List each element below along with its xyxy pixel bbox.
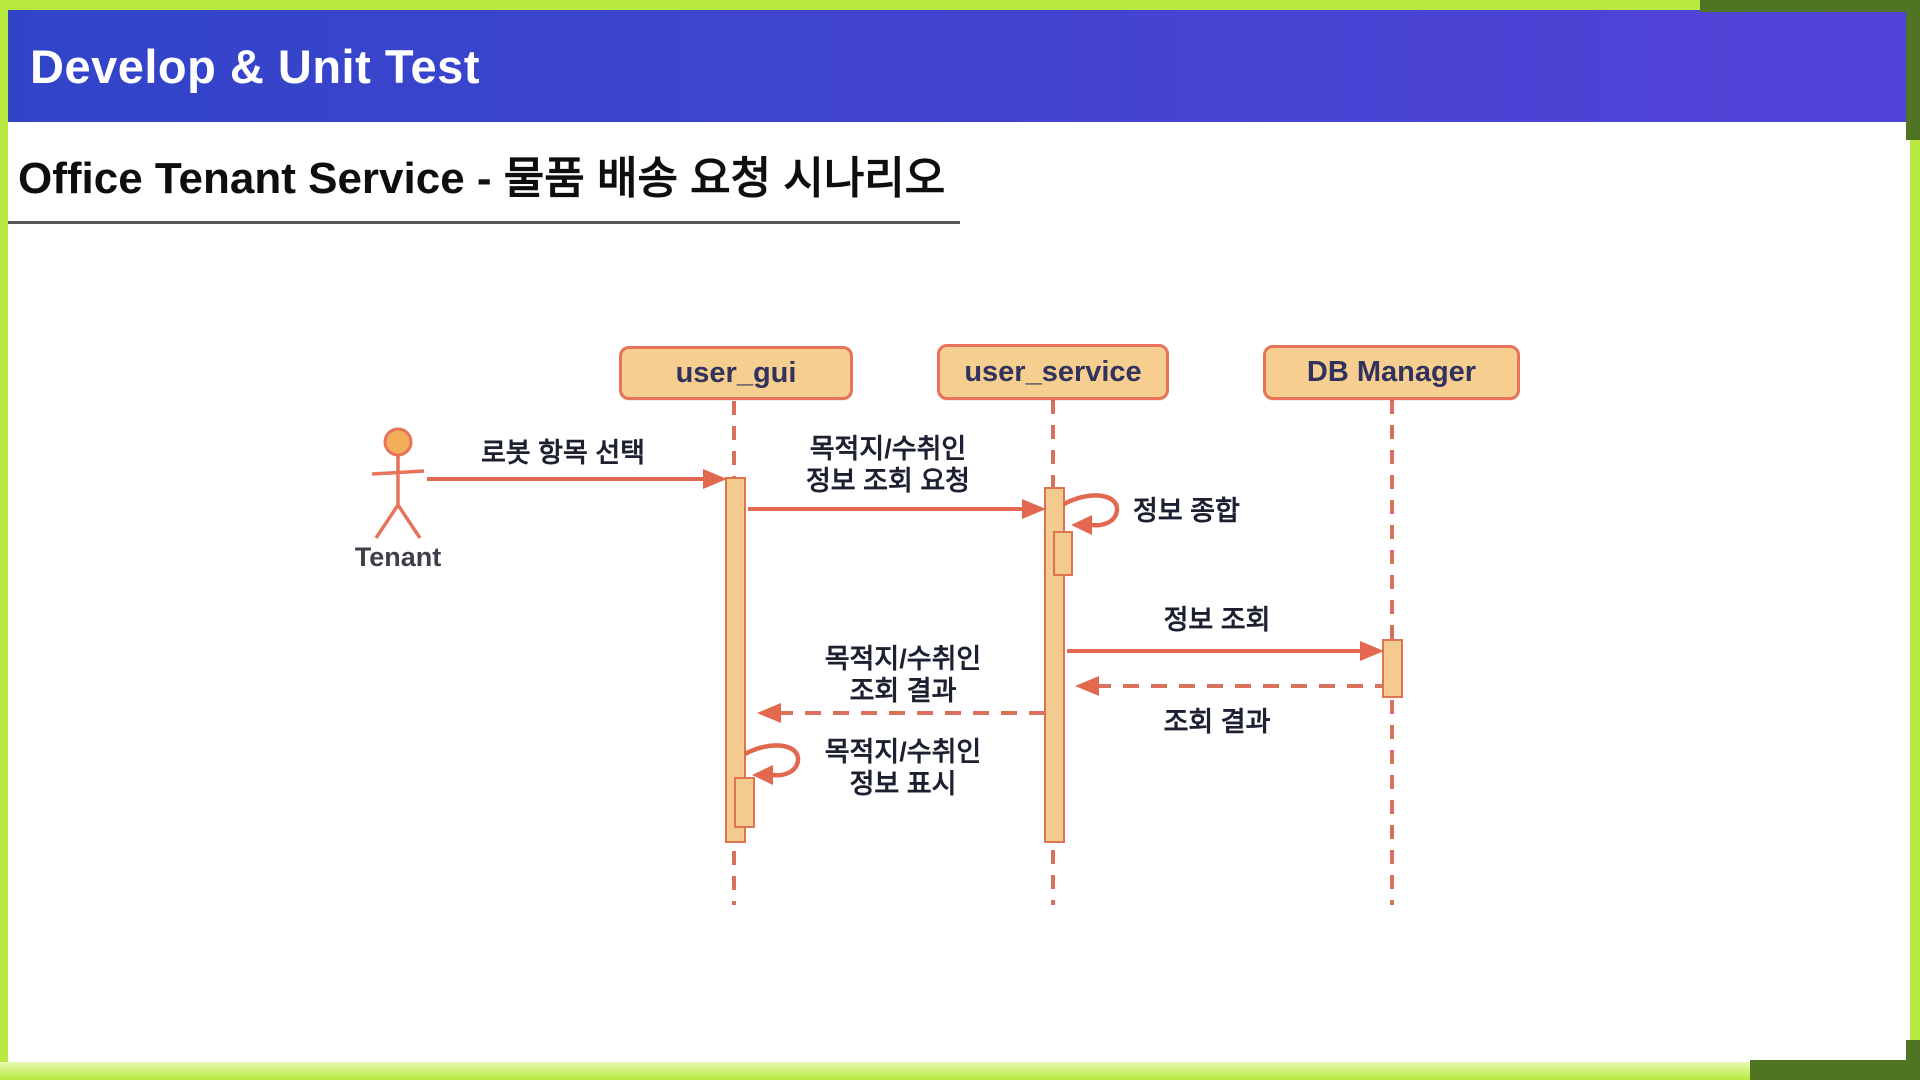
message-m7-label-line1: 목적지/수취인 (824, 737, 982, 767)
message-m4-arrowhead (1360, 641, 1384, 661)
frame-right-top-dark (1906, 0, 1920, 140)
message-m1-line (427, 477, 707, 481)
message-m2-label-line2: 정보 조회 요청 (805, 466, 971, 496)
message-m5-label: 조회 결과 (1163, 707, 1271, 737)
message-m3-self-loop (1062, 493, 1120, 535)
message-m5-arrowhead (1075, 676, 1099, 696)
frame-top (0, 0, 1920, 10)
message-m4-line (1067, 649, 1362, 653)
message-m6-label-line2: 조회 결과 (849, 676, 957, 706)
message-m3-label: 정보 종합 (1133, 496, 1240, 526)
activation-user-service-nested (1053, 531, 1073, 576)
activation-db-manager (1382, 639, 1403, 698)
activation-user-gui (725, 477, 746, 843)
message-m6-label-line1: 목적지/수취인 (824, 644, 982, 674)
actor-tenant-label: Tenant (354, 542, 442, 572)
message-m1-label: 로봇 항목 선택 (480, 438, 646, 468)
actor-tenant-icon (371, 427, 425, 539)
message-m1-arrowhead (703, 469, 727, 489)
message-m6-arrowhead (757, 703, 781, 723)
lifeline-head-user-gui-label: user_gui (675, 356, 797, 389)
frame-right (1910, 0, 1920, 1080)
frame-bottom (0, 1062, 1920, 1080)
frame-bottom-right-dark (1750, 1060, 1920, 1080)
message-m2-line (748, 507, 1024, 511)
title-underline (8, 221, 960, 224)
message-m7-label-line2: 정보 표시 (849, 769, 957, 799)
message-m5-line (1095, 684, 1383, 688)
message-m6-label: 목적지/수취인 조회 결과 (773, 643, 1033, 707)
message-m4-label: 정보 조회 (1163, 605, 1271, 635)
lifeline-head-user-service-label: user_service (964, 355, 1142, 388)
frame-left (0, 0, 8, 1080)
frame-top-right-dark (1700, 0, 1920, 12)
lifeline-head-db-manager-label: DB Manager (1306, 356, 1477, 388)
lifeline-head-user-gui: user_gui (619, 346, 853, 400)
activation-user-service (1044, 487, 1065, 843)
lifeline-head-user-service: user_service (937, 344, 1169, 400)
message-m6-line (777, 711, 1045, 715)
page-title: Office Tenant Service - 물품 배송 요청 시나리오 (18, 154, 946, 203)
message-m2-label: 목적지/수취인 정보 조회 요청 (758, 433, 1018, 497)
banner-title: Develop & Unit Test (30, 39, 480, 93)
activation-user-gui-nested (734, 777, 755, 828)
message-m7-self-loop (743, 743, 801, 785)
header-banner: Develop & Unit Test (8, 10, 1908, 122)
lifeline-head-db-manager: DB Manager (1263, 345, 1520, 400)
message-m2-label-line1: 목적지/수취인 (809, 434, 967, 464)
message-m2-arrowhead (1022, 499, 1046, 519)
message-m7-label: 목적지/수취인 정보 표시 (778, 736, 1028, 800)
